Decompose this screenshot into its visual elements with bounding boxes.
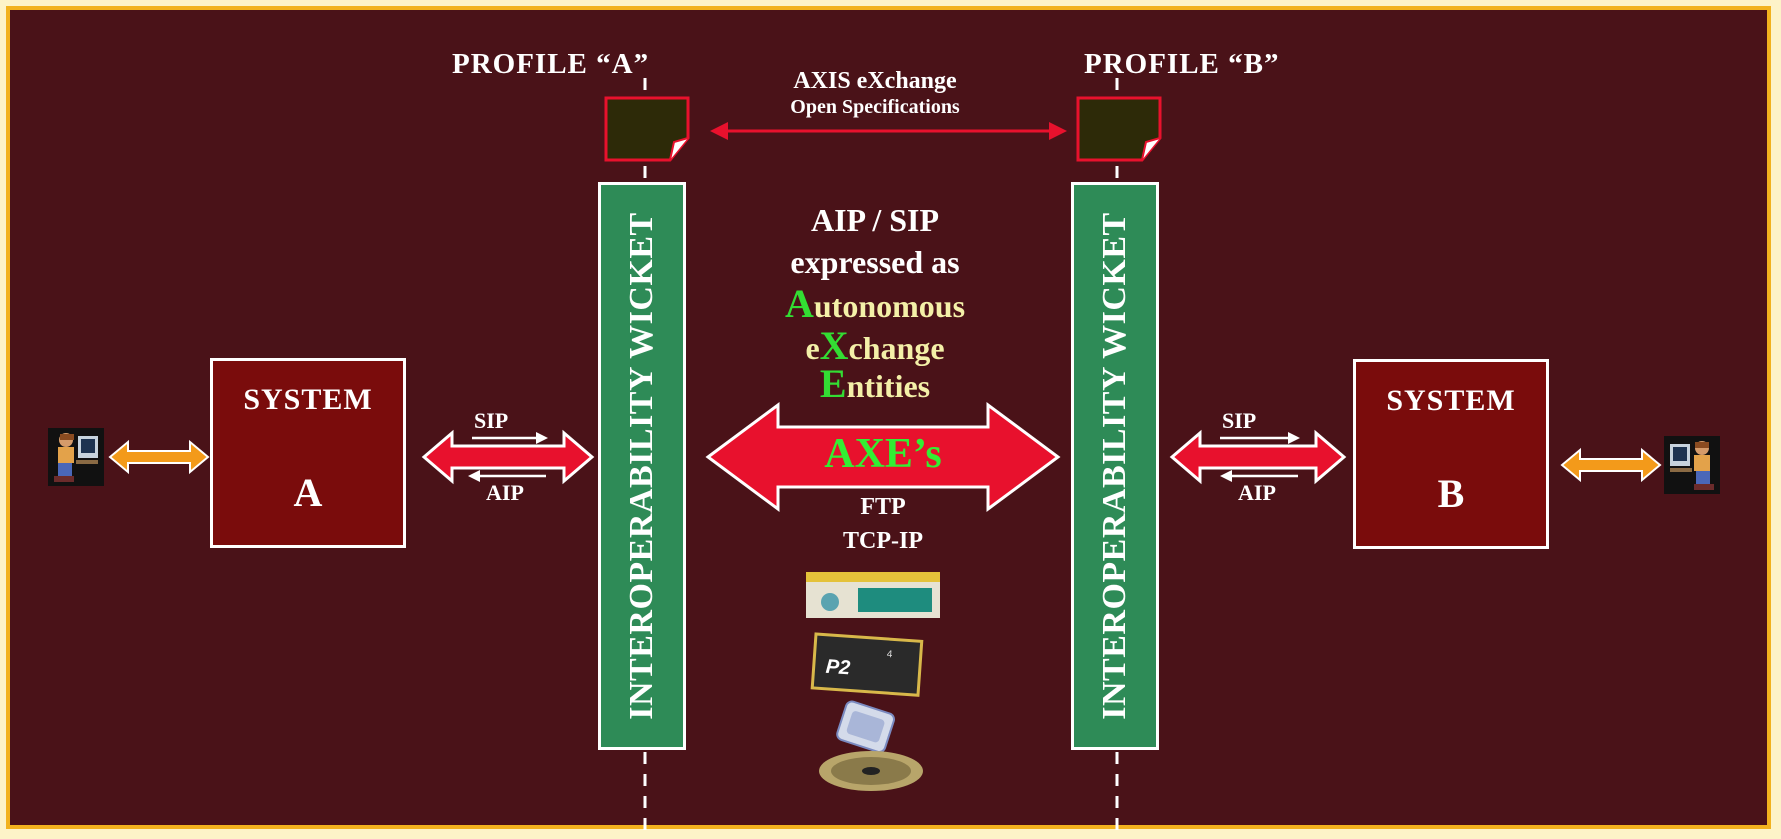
left-user-arrow — [108, 439, 210, 475]
right-sip-label: SIP — [1222, 408, 1257, 433]
center-exchange: eXchange — [740, 322, 1010, 369]
center-entities: Entities — [740, 360, 1010, 407]
system-b-letter: B — [1437, 471, 1465, 516]
center-line-1: AIP / SIP — [810, 202, 940, 238]
system-a-letter: A — [293, 470, 323, 515]
center-line-2: expressed as — [790, 244, 960, 280]
entities-rest: ntities — [846, 368, 931, 404]
right-user-arrow — [1560, 447, 1662, 483]
center-autonomous: Autonomous — [740, 280, 1010, 327]
system-a-box: SYSTEM A — [210, 358, 406, 548]
left-sip-arrow — [472, 432, 548, 444]
flash-card-icon — [836, 700, 895, 753]
axis-exchange-subtitle: Open Specifications — [790, 96, 960, 118]
exchange-initial: e — [805, 330, 820, 366]
left-exchange-arrow — [421, 429, 595, 485]
svg-text:P2: P2 — [825, 656, 851, 680]
open-spec-double-arrow — [710, 122, 1067, 140]
protocol-ftp: FTP — [860, 494, 906, 520]
autonomous-rest: utonomous — [813, 288, 966, 324]
right-aip-label: AIP — [1238, 480, 1276, 505]
axis-exchange-title: AXIS eXchange — [793, 68, 957, 94]
right-exchange-arrow — [1169, 429, 1347, 485]
exchange-rest: change — [848, 330, 945, 366]
autonomous-initial: A — [784, 281, 814, 326]
wicket-b-label: INTEROPERABILITY WICKET — [1096, 212, 1133, 720]
protocol-tcp-ip: TCP-IP — [843, 528, 923, 554]
p2-card-icon: P2 4 — [810, 632, 924, 697]
left-aip-arrow — [468, 470, 546, 482]
svg-text:4: 4 — [886, 649, 893, 660]
user-at-computer-icon — [1664, 436, 1720, 494]
wicket-a-label: INTEROPERABILITY WICKET — [623, 212, 660, 720]
entities-initial: E — [819, 361, 847, 406]
axes-double-arrow — [705, 402, 1061, 512]
profile-b-label: PROFILE “B” — [1084, 48, 1280, 80]
right-sip-arrow — [1220, 432, 1300, 444]
system-b-box: SYSTEM B — [1353, 359, 1549, 549]
exchange-cap: X — [819, 323, 849, 368]
profile-a-label: PROFILE “A” — [452, 48, 650, 80]
right-aip-arrow — [1220, 470, 1298, 482]
media-card-icon — [806, 572, 940, 618]
axes-label: AXE’s — [824, 431, 942, 477]
document-icon — [604, 96, 690, 162]
left-sip-label: SIP — [474, 408, 509, 433]
system-b-label: SYSTEM — [1386, 384, 1516, 417]
left-aip-label: AIP — [486, 480, 524, 505]
wicket-b: INTEROPERABILITY WICKET — [1071, 182, 1159, 750]
user-at-computer-icon — [48, 428, 104, 486]
wicket-a: INTEROPERABILITY WICKET — [598, 182, 686, 750]
disc-icon — [819, 751, 923, 791]
document-icon — [1076, 96, 1162, 162]
system-a-label: SYSTEM — [243, 383, 373, 416]
